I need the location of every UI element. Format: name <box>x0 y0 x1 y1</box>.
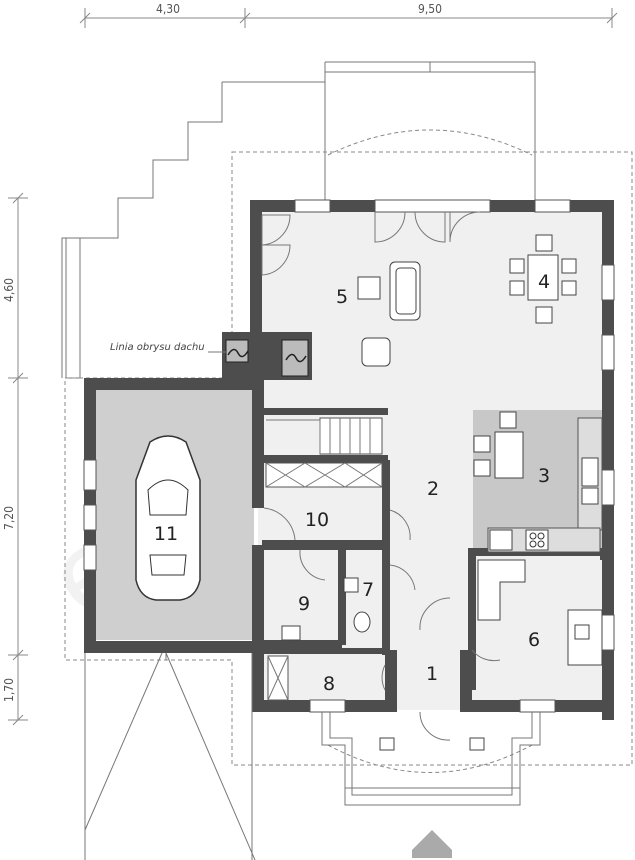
terrace-edge <box>65 237 81 379</box>
dimension-label: 9,50 <box>418 2 442 16</box>
left-dimension-line <box>8 192 28 726</box>
room-number: 3 <box>538 465 550 487</box>
roof-outline <box>64 151 633 766</box>
entrance-arrow-base <box>412 850 452 858</box>
living-furniture <box>357 261 421 367</box>
top-dimension-line <box>79 8 618 28</box>
dimension-label: 4,60 <box>2 278 16 302</box>
entrance-porch <box>321 712 541 806</box>
room-number: 6 <box>528 629 540 651</box>
dimension-label: 7,20 <box>2 506 16 530</box>
room-number: 4 <box>538 271 550 293</box>
car-icon <box>135 435 201 601</box>
dimension-label: 1,70 <box>2 678 16 702</box>
dimension-label: 4,30 <box>156 2 180 16</box>
roof-arc <box>327 129 533 156</box>
fireplace-icon <box>225 339 309 377</box>
room-number: 10 <box>305 509 329 531</box>
room-number: 1 <box>426 663 438 685</box>
entrance-arrow-icon <box>412 830 452 850</box>
room-number: 5 <box>336 286 348 308</box>
room-number: 11 <box>154 523 178 545</box>
terrace-doors <box>374 199 491 243</box>
staircase <box>266 417 383 455</box>
driveway <box>84 652 256 860</box>
room-number: 7 <box>362 579 374 601</box>
wardrobe <box>261 214 291 276</box>
room-number: 9 <box>298 593 310 615</box>
boiler <box>281 625 301 641</box>
room-9-floor <box>266 560 338 640</box>
kitchen-fittings <box>473 411 603 553</box>
toilet-icon <box>343 577 371 633</box>
windows <box>83 199 615 713</box>
office-furniture <box>477 559 603 666</box>
room-number: 2 <box>427 478 439 500</box>
terrace-steps <box>61 61 536 378</box>
roof-outline-note: Linia obrysu dachu <box>110 342 205 353</box>
roof-arc <box>327 744 533 773</box>
dining-table <box>509 234 577 324</box>
room-number: 8 <box>323 673 335 695</box>
closet <box>265 462 383 488</box>
interior-doors <box>263 507 501 741</box>
